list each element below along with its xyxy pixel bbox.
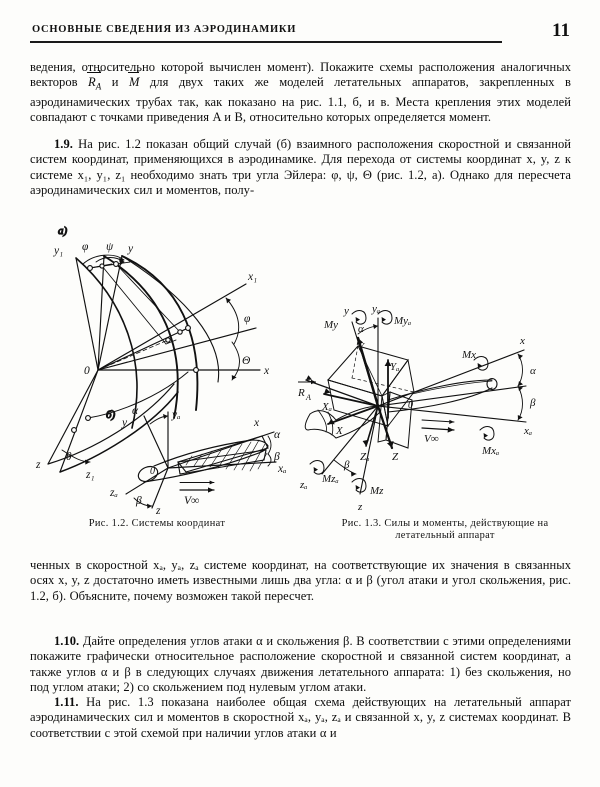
fig12-label-origin: 0 <box>84 365 90 377</box>
paragraph-block-continued-top: ведения, относительно которой вычислен м… <box>30 60 571 126</box>
figure-1-3-svg: My y α yₐ Myₐ Y Yₐ R A Xₐ X Zₐ Z 0 Mx x … <box>297 303 536 513</box>
fig13-ra-vector-arrowhead <box>311 379 316 385</box>
fig13-label-za-force: Zₐ <box>360 451 369 463</box>
fig12-label-z1: z₁ <box>85 469 94 481</box>
fig12b-label-ya: yₐ <box>171 409 180 421</box>
fig12-label-phi-top: φ <box>82 241 89 253</box>
fig13-label-mxa: Mxₐ <box>481 445 499 457</box>
fig13-label-mza: Mzₐ <box>321 473 339 485</box>
figure-1-3: My y α yₐ Myₐ Y Yₐ R A Xₐ X Zₐ Z 0 Mx x … <box>296 288 592 516</box>
item-1-11-number: 1.11. <box>54 695 79 709</box>
fig12b-label-y: y <box>121 417 128 429</box>
fig13-label-v-inf: V∞ <box>424 433 439 445</box>
figure-1-2-svg: а) <box>35 224 286 517</box>
fig12-label-y: y <box>127 243 134 255</box>
fig13-label-mx: Mx <box>461 349 476 361</box>
fig12b-label-xa: xₐ <box>277 463 286 475</box>
figure-1-3-caption: Рис. 1.3. Силы и моменты, действующие на… <box>300 518 590 543</box>
fig13-label-za-axis: zₐ <box>299 479 308 491</box>
fig12b-label-alpha: α <box>132 405 139 417</box>
fig12-part-b-label: б) <box>106 409 116 421</box>
fig12b-label-beta-right: β <box>273 451 280 463</box>
running-head-rule <box>30 41 502 43</box>
fig13-label-ra-group: R A <box>297 379 316 402</box>
item-1-9-number: 1.9. <box>54 137 73 151</box>
figure-1-3-caption-line-2: летательный аппарат <box>395 530 495 542</box>
figure-1-3-caption-line-1: Рис. 1.3. Силы и моменты, действующие на <box>341 518 549 529</box>
fig12-label-phi-right: φ <box>244 313 251 325</box>
fig13-label-my: My <box>323 319 338 331</box>
item-1-11: 1.11. На рис. 1.3 показана наиболее обща… <box>30 695 571 741</box>
fig12-label-z: z <box>35 459 41 471</box>
fig13-label-ra-subscript: A <box>305 393 311 402</box>
fig13-label-mya: Myₐ <box>393 315 411 327</box>
item-1-10-text: Дайте определения углов атаки α и скольж… <box>30 634 571 694</box>
fig13-label-alpha-right: α <box>530 365 536 377</box>
fig13-label-ra: R <box>297 387 305 399</box>
fig13-label-alpha-top: α <box>358 323 364 335</box>
fig12-label-theta-right: Θ <box>242 355 251 367</box>
fig13-label-force-Y: Y <box>358 341 366 353</box>
paragraph-continued-1: ведения, относительно которой вычислен м… <box>30 60 571 126</box>
page-number: 11 <box>552 20 570 41</box>
fig12-part-a-label: а) <box>58 225 68 237</box>
vector-ra-subscript: A <box>95 81 102 92</box>
fig12b-label-v-inf: V∞ <box>184 495 199 507</box>
fig13-label-x-axis: x <box>519 335 525 347</box>
fig13-label-z-force: Z <box>392 451 399 463</box>
fig12-label-x1: x₁ <box>247 271 257 283</box>
fig13-label-y: y <box>343 305 349 317</box>
item-1-10-number: 1.10. <box>54 634 80 648</box>
fig12b-label-alpha-right: α <box>274 429 281 441</box>
conjunction-and: и <box>111 75 119 90</box>
running-head: ОСНОВНЫЕ СВЕДЕНИЯ ИЗ АЭРОДИНАМИКИ 11 <box>30 20 570 50</box>
fig13-label-force-Ya: Yₐ <box>390 361 399 373</box>
fig12-label-theta-bottom: θ <box>66 451 72 463</box>
fig13-label-beta-bottom: β <box>343 459 350 471</box>
paragraph-block-item-1-10: 1.10. Дайте определения углов атаки α и … <box>30 634 571 695</box>
fig12b-label-origin: 0 <box>150 466 155 477</box>
paragraph-block-continued-mid: ченных в скоростной xₐ, yₐ, zₐ системе к… <box>30 558 571 604</box>
item-1-11-text: На рис. 1.3 показана наиболее общая схем… <box>30 695 571 740</box>
vector-ra-letter: R <box>88 75 96 90</box>
fig12b-label-x: x <box>253 417 260 429</box>
fig12b-label-z: z <box>155 505 161 517</box>
fig12-label-y1: y₁ <box>53 245 63 257</box>
fig13-label-xa-axis: xₐ <box>523 425 532 437</box>
item-1-10: 1.10. Дайте определения углов атаки α и … <box>30 634 571 695</box>
fig13-label-x-force: X <box>335 425 344 437</box>
item-1-9: 1.9. На рис. 1.2 показан общий случай (б… <box>30 137 571 198</box>
running-head-title: ОСНОВНЫЕ СВЕДЕНИЯ ИЗ АЭРОДИНАМИКИ <box>32 24 297 35</box>
fig12b-label-za: zₐ <box>109 487 118 499</box>
fig12-label-psi: ψ <box>106 241 114 253</box>
vector-ra-inline: RA <box>87 70 103 95</box>
paragraph-block-item-1-9: 1.9. На рис. 1.2 показан общий случай (б… <box>30 137 571 198</box>
figure-1-2-caption: Рис. 1.2. Системы координат <box>88 518 226 529</box>
fig13-label-beta-right: β <box>529 397 536 409</box>
fig13-label-ya: yₐ <box>371 303 380 315</box>
fig13-label-origin: 0 <box>408 400 413 411</box>
figure-1-2: а) <box>28 222 296 517</box>
fig12b-label-beta: β <box>135 495 142 507</box>
fig13-label-z-axis: z <box>357 501 363 513</box>
fig13-label-mz: Mz <box>369 485 384 497</box>
fig13-label-xa-force: Xₐ <box>321 401 332 413</box>
item-1-9-text: На рис. 1.2 показан общий случай (б) вза… <box>30 137 571 197</box>
vector-m-inline: M <box>127 69 141 90</box>
paragraph-continued-2: ченных в скоростной xₐ, yₐ, zₐ системе к… <box>30 558 571 603</box>
paragraph-continued-1-tail: для двух таких же моделей летательных ап… <box>30 75 572 125</box>
paragraph-block-item-1-11: 1.11. На рис. 1.3 показана наиболее обща… <box>30 695 571 741</box>
fig12-label-x: x <box>263 365 270 377</box>
paragraph-continued-1-text: ведения, относительно которой вычислен м… <box>30 60 571 90</box>
